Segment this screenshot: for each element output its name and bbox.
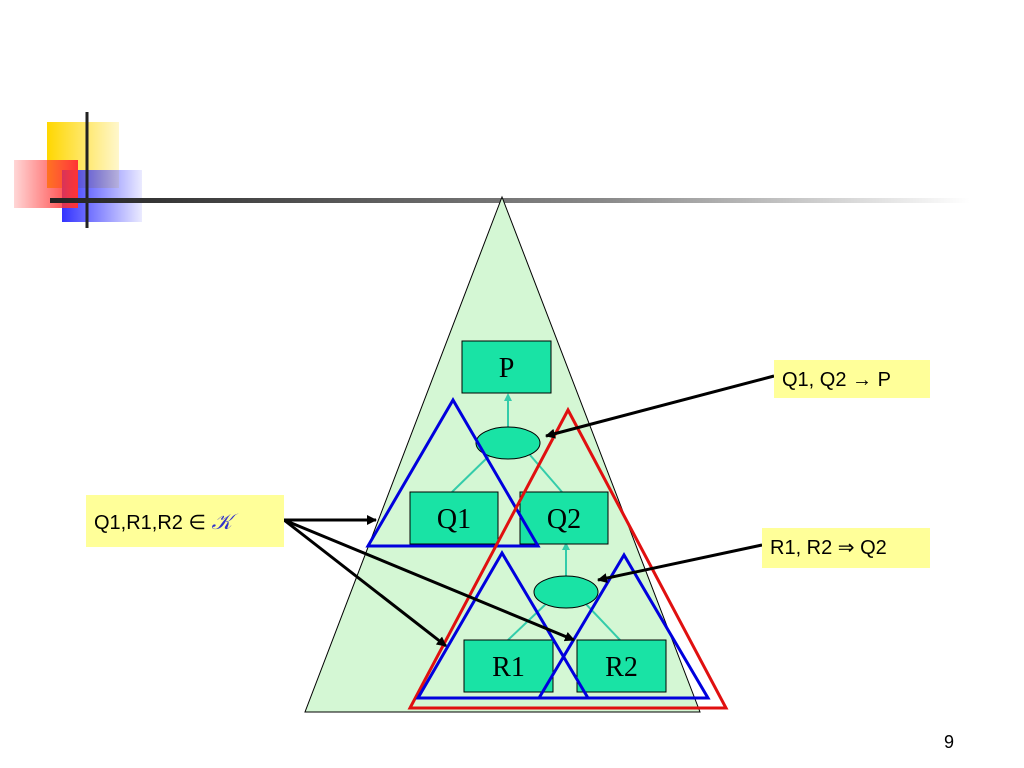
q2-subtree-red-triangle: [407, 406, 729, 710]
node-r1: R1: [463, 639, 554, 693]
pointer-arrows: [283, 374, 775, 648]
r1r2-implies-q2-label: R1, R2 ⇒ Q2: [762, 528, 930, 568]
page-number: 9: [944, 732, 955, 752]
node-p-label: P: [499, 353, 515, 384]
header-rule: [50, 198, 970, 203]
arrow-to-join1: [545, 374, 775, 439]
r1-subtree-blue-triangle: [415, 550, 591, 700]
node-r2: R2: [576, 639, 667, 693]
node-p: P: [461, 340, 552, 394]
connector-r2-to-join2: [583, 601, 621, 641]
set-symbol: 𝒦: [211, 510, 232, 535]
q1-subtree-blue-triangle: [365, 397, 541, 548]
node-q1-label: Q1: [437, 504, 471, 535]
q1q2-implies-p-text: Q1, Q2 → P: [782, 369, 891, 391]
arrow-to-join2: [597, 543, 763, 584]
node-r1-label: R1: [492, 652, 525, 683]
q1q2-implies-p-label: Q1, Q2 → P: [774, 360, 930, 398]
set-membership-label: Q1,R1,R2 ∈ 𝒦: [86, 495, 284, 547]
node-r2-label: R2: [605, 652, 638, 683]
arrow-to-r1-triangle: [283, 518, 447, 648]
r2-subtree-blue-triangle: [536, 552, 711, 700]
node-q2-label: Q2: [547, 504, 581, 535]
join-node-2: [533, 575, 599, 609]
r1r2-implies-q2-text: R1, R2 ⇒ Q2: [770, 537, 887, 559]
decorative-header: [14, 112, 970, 228]
set-membership-text: Q1,R1,R2 ∈: [94, 512, 212, 534]
connector-q2-to-join1: [529, 454, 563, 493]
join-node-1: [475, 426, 541, 460]
connector-q1-to-join1: [451, 454, 491, 493]
arrow-to-r2-triangle: [283, 518, 575, 642]
tree-connectors: [451, 393, 621, 641]
node-q1: Q1: [409, 491, 499, 545]
